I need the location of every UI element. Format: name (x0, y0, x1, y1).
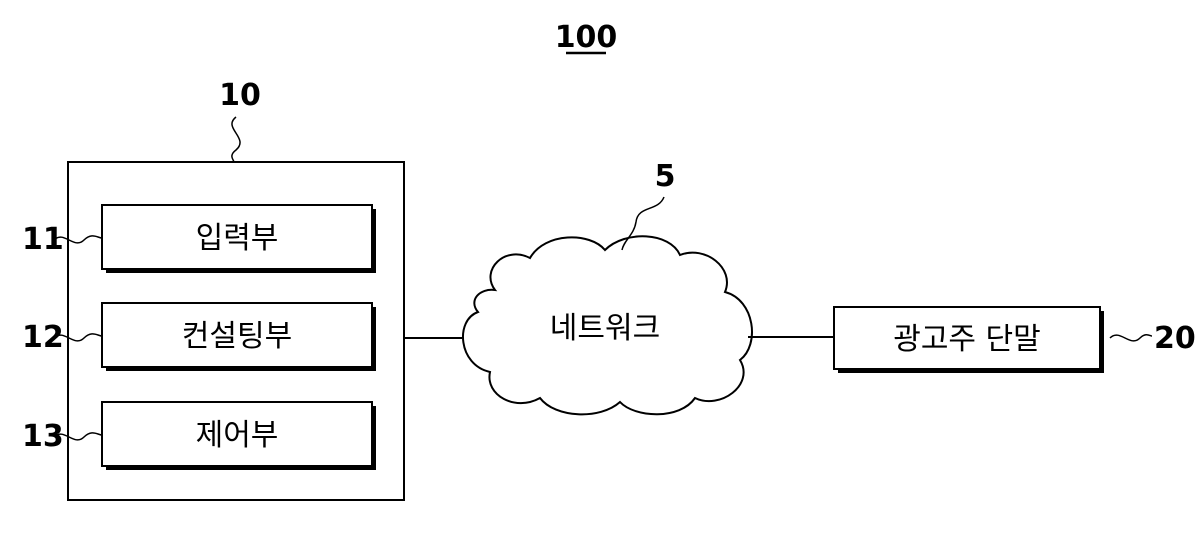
terminal-label: 광고주 단말 (893, 322, 1041, 357)
module-input: 입력부 (102, 205, 376, 273)
terminal-ref-leader (1110, 335, 1152, 341)
network-ref: 5 (655, 159, 676, 194)
advertiser-terminal: 광고주 단말 (834, 307, 1104, 373)
module-consulting-label: 컨설팅부 (182, 319, 292, 354)
server-ref: 10 (219, 78, 261, 113)
module-input-ref: 11 (22, 222, 64, 257)
figure-number: 100 (555, 20, 618, 55)
module-control-ref: 13 (22, 419, 64, 454)
module-consulting: 컨설팅부 (102, 303, 376, 371)
module-input-label: 입력부 (196, 221, 279, 256)
module-control-label: 제어부 (196, 418, 279, 453)
terminal-ref: 20 (1154, 321, 1196, 356)
module-consulting-ref: 12 (22, 320, 64, 355)
server-ref-leader (232, 117, 240, 162)
module-control: 제어부 (102, 402, 376, 470)
network-label: 네트워크 (550, 311, 660, 346)
